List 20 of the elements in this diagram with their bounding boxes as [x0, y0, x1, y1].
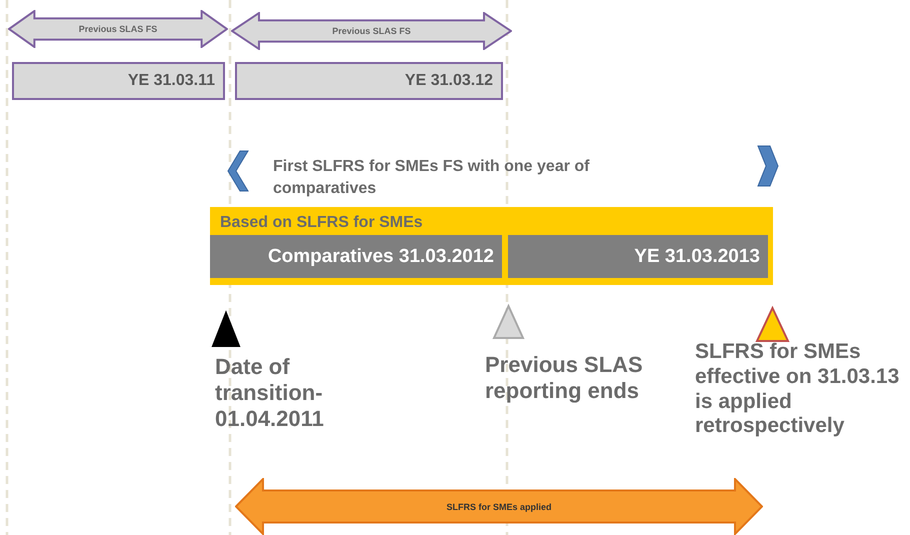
framework-band: [210, 207, 773, 285]
period-label: YE 31.03.11: [128, 72, 215, 90]
arrow-label: SLFRS for SMEs applied: [446, 502, 552, 512]
note-text: Date of transition- 01.04.2011: [215, 354, 325, 432]
period-box: [508, 235, 768, 278]
arrow-label: Previous SLAS FS: [78, 24, 158, 34]
arrow-label: Previous SLAS FS: [332, 26, 411, 36]
period-box: [210, 235, 502, 278]
period-span-banner: [8, 10, 228, 48]
period-label: YE 31.03.2013: [634, 246, 760, 268]
period-label: Comparatives 31.03.2012: [268, 246, 494, 268]
period-span-banner: [235, 478, 763, 535]
period-label: YE 31.03.12: [404, 72, 493, 90]
note-text: Previous SLAS reporting ends: [485, 352, 644, 404]
period-span-banner: [231, 12, 512, 50]
year-end-box: [12, 62, 225, 100]
band-heading: Based on SLFRS for SMEs: [220, 214, 423, 232]
year-end-box: [235, 62, 503, 100]
note-text: First SLFRS for SMEs FS with one year of comparatives: [273, 157, 590, 200]
note-text: SLFRS for SMEs effective on 31.03.13 is applied retrospectively: [695, 340, 900, 440]
